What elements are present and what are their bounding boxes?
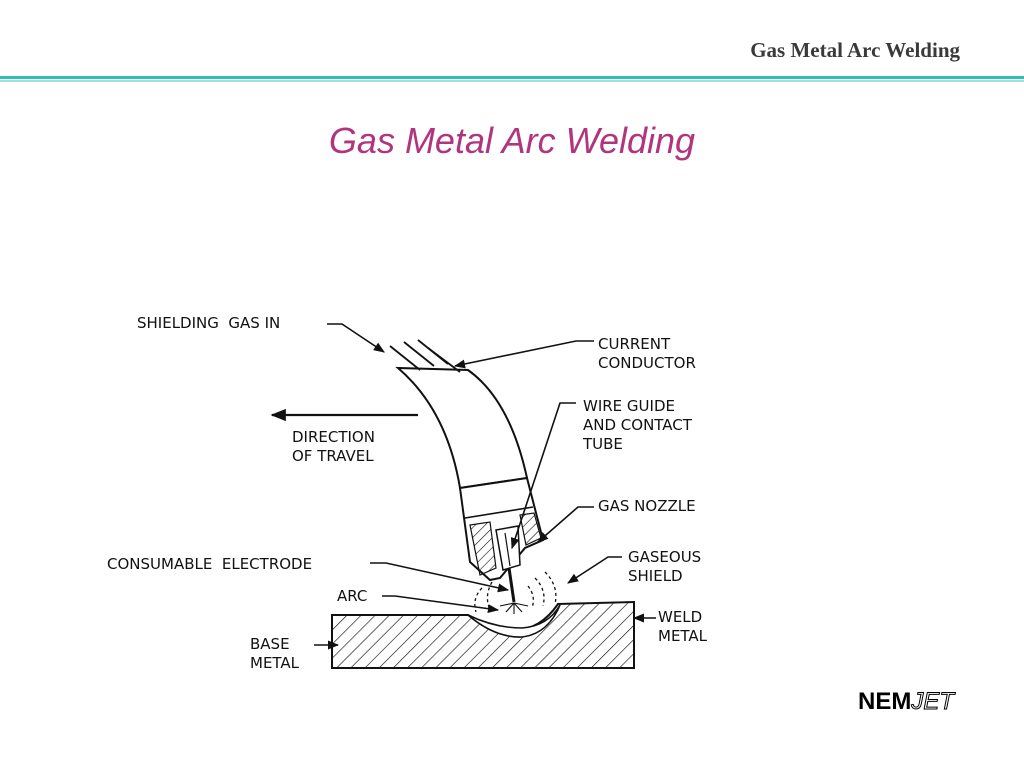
header-title: Gas Metal Arc Welding [750,38,960,62]
label-direction: DIRECTION [292,428,375,446]
label-weld-metal: METAL [658,627,708,645]
label-shield: SHIELD [628,567,683,585]
label-current: CURRENT [598,335,671,353]
base-metal [331,600,635,669]
label-arc: ARC [337,587,367,605]
label-and-contact: AND CONTACT [583,416,693,434]
consumable-electrode [507,567,516,603]
header-divider [0,76,1024,79]
label-weld: WELD [658,608,702,626]
nemjet-logo: NEMJET [858,688,955,715]
label-conductor: CONDUCTOR [598,354,696,372]
header-divider-shadow [0,80,1024,82]
label-of-travel: OF TRAVEL [292,447,374,465]
contact-tube [495,525,521,571]
slide-title: Gas Metal Arc Welding [328,120,696,161]
label-consumable-electrode: CONSUMABLE ELECTRODE [107,555,312,573]
arc [499,602,529,614]
label-gaseous: GASEOUS [628,548,701,566]
label-shielding-gas-in: SHIELDING GAS IN [137,314,280,332]
label-base: BASE [250,635,290,653]
welding-hose [395,366,529,490]
logo-jet: JET [911,688,955,715]
weld-metal-bead [467,604,561,638]
label-tube: TUBE [582,435,623,453]
label-base-metal: METAL [250,654,300,672]
label-wire-guide: WIRE GUIDE [583,397,675,415]
logo-nem: NEM [858,688,912,715]
label-gas-nozzle: GAS NOZZLE [598,497,696,515]
